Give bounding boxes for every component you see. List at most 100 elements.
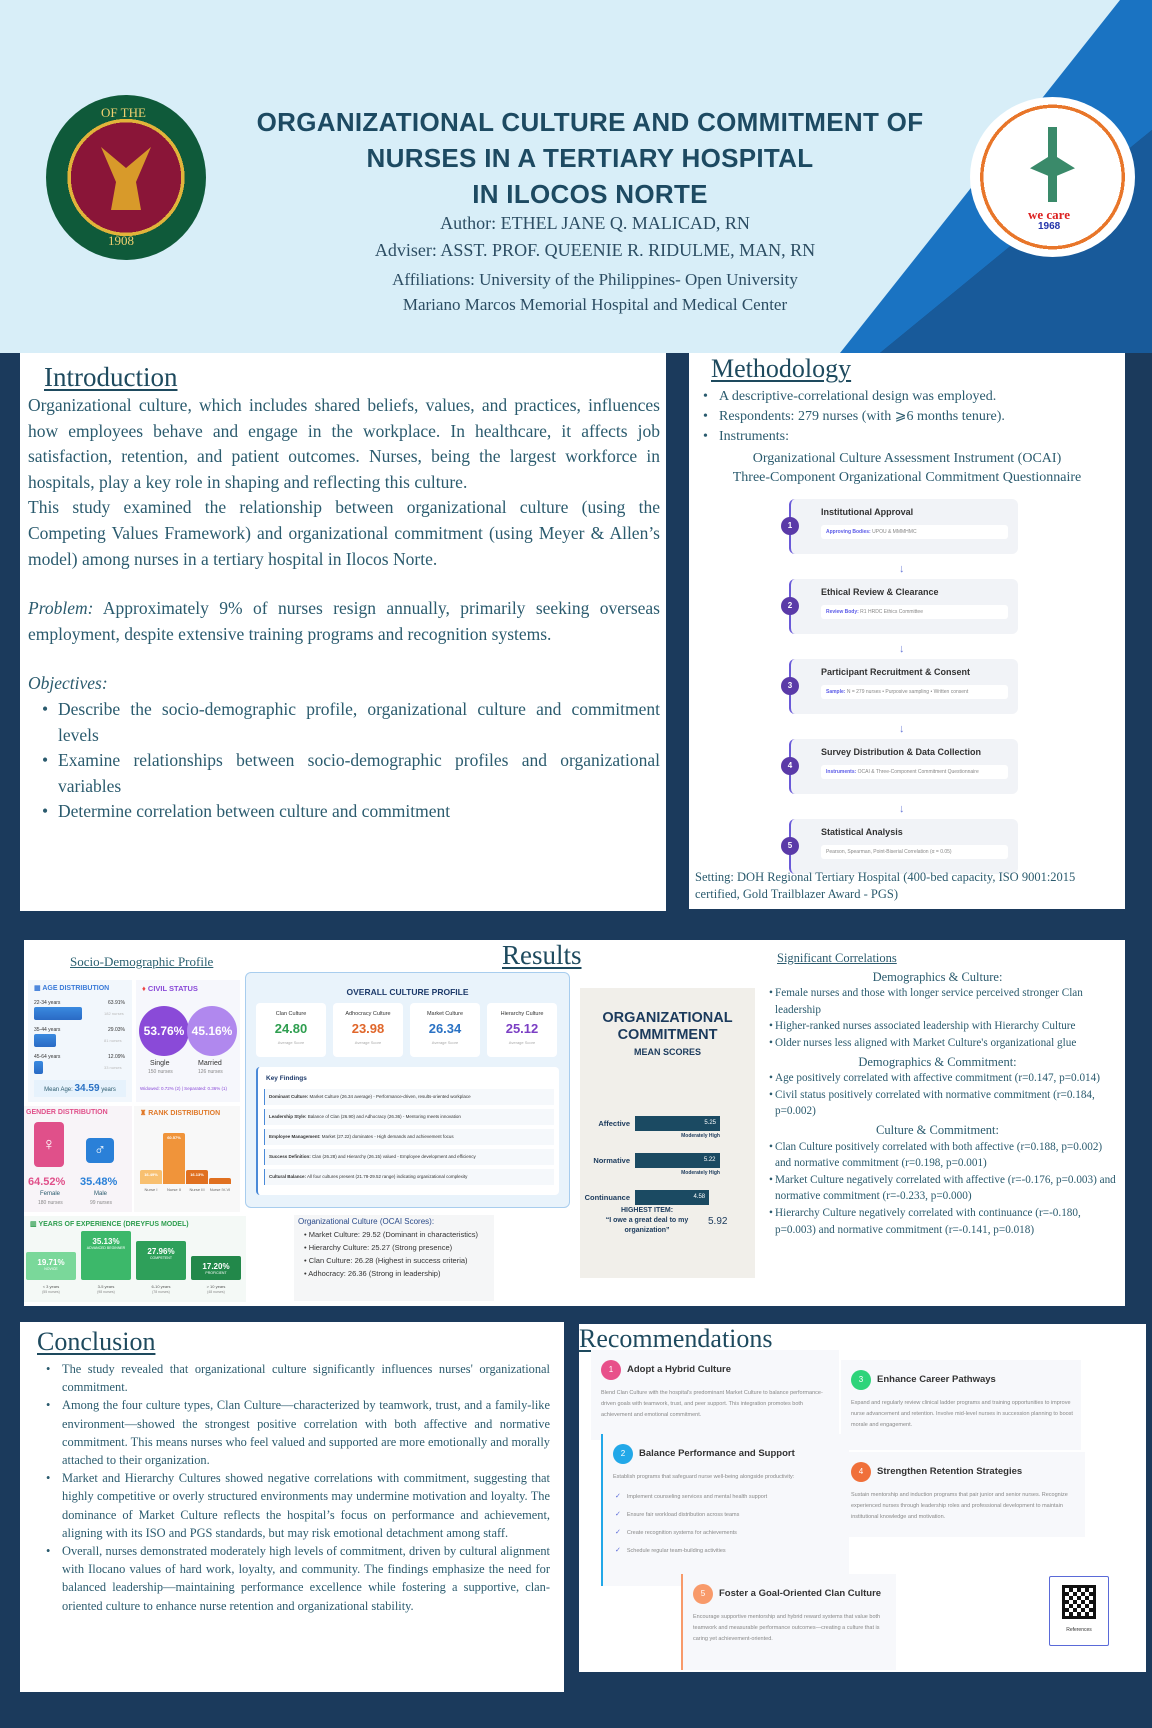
correlation-list: Female nurses and those with longer serv… bbox=[755, 985, 1120, 1051]
ocai-item: • Market Culture: 29.52 (Dominant in cha… bbox=[304, 1230, 478, 1239]
step-number: 5 bbox=[781, 837, 799, 855]
step-title: Statistical Analysis bbox=[821, 827, 903, 837]
gender-distribution: GENDER DISTRIBUTION ♀ ♂ 64.52% 35.48% Fe… bbox=[24, 1106, 132, 1212]
correlation-group-title: Culture & Commitment: bbox=[876, 1122, 999, 1137]
results-panel: Results Socio-Demographic Profile ▦ AGE … bbox=[24, 940, 1125, 1306]
recommendation-title: Balance Performance and Support bbox=[639, 1448, 795, 1459]
step-number: 3 bbox=[781, 677, 799, 695]
introduction-panel: Introduction Organizational culture, whi… bbox=[20, 353, 666, 911]
conclusion-panel: Conclusion The study revealed that organ… bbox=[20, 1322, 564, 1692]
rank-bar: 60.57% bbox=[163, 1132, 185, 1184]
mmmhmc-logo: we care 1968 bbox=[970, 97, 1135, 257]
step-title: Institutional Approval bbox=[821, 507, 914, 517]
author: Author: ETHEL JANE Q. MALICAD, RN bbox=[440, 213, 750, 233]
correlation-item: Hierarchy Culture negatively correlated … bbox=[755, 1205, 1120, 1238]
eagle-emblem bbox=[101, 147, 151, 210]
age-bar bbox=[34, 1007, 82, 1020]
recommendation-title: Strengthen Retention Strategies bbox=[877, 1466, 1023, 1477]
ocai-item: • Hierarchy Culture: 25.27 (Strong prese… bbox=[304, 1243, 453, 1252]
calendar-icon: ▦ bbox=[34, 985, 43, 992]
introduction-heading: Introduction bbox=[44, 362, 178, 392]
experience-bar: 19.71%NOVICE bbox=[26, 1252, 76, 1280]
step-title: Participant Recruitment & Consent bbox=[821, 667, 971, 677]
step-number: 2 bbox=[781, 597, 799, 615]
recommendation-number: 1 bbox=[601, 1360, 621, 1380]
arrow-down-icon: ↓ bbox=[899, 643, 905, 655]
step-detail: Instruments: OCAI & Three-Component Comm… bbox=[821, 765, 1008, 779]
check-item: ✓Schedule regular team-building activiti… bbox=[615, 1547, 726, 1554]
recommendations-heading: Recommendations bbox=[579, 1324, 773, 1353]
commitment-bar: 5.25 bbox=[635, 1116, 720, 1131]
experience-distribution: ▥ YEARS OF EXPERIENCE (DREYFUS MODEL) 19… bbox=[24, 1216, 246, 1302]
correlations: Significant Correlations Demographics & … bbox=[755, 950, 1120, 1238]
correlation-item: Clan Culture positively correlated with … bbox=[755, 1139, 1120, 1172]
rank-bar: 16.13% bbox=[186, 1170, 208, 1184]
methodology-heading: Methodology bbox=[711, 354, 852, 383]
trophy-icon: ♜ bbox=[140, 1110, 149, 1117]
key-findings: Key Findings Dominant Culture: Market Cu… bbox=[256, 1067, 559, 1195]
bullet: • bbox=[304, 1269, 309, 1278]
check-item: ✓Ensure fair workload distribution acros… bbox=[615, 1511, 740, 1518]
socio-heading: Socio-Demographic Profile bbox=[70, 954, 214, 969]
step-title: Survey Distribution & Data Collection bbox=[821, 747, 982, 757]
age-bar bbox=[34, 1061, 44, 1074]
up-seal-logo: OF THE 1908 bbox=[46, 95, 206, 260]
correlation-group-title: Demographics & Culture: bbox=[872, 969, 1003, 984]
references-qr[interactable]: References bbox=[1049, 1576, 1109, 1646]
check-item: ✓Implement counseling services and menta… bbox=[615, 1493, 768, 1500]
arrow-down-icon: ↓ bbox=[899, 803, 905, 815]
finding-item: Cultural Balance: All four cultures pres… bbox=[264, 1169, 554, 1185]
recommendation-title: Adopt a Hybrid Culture bbox=[627, 1364, 731, 1375]
problem-statement: Problem: Approximately 9% of nurses resi… bbox=[28, 598, 660, 644]
correlation-item: Age positively correlated with affective… bbox=[755, 1070, 1120, 1087]
ring-icon: ♦ bbox=[142, 984, 148, 993]
bullet: • bbox=[304, 1230, 309, 1239]
married-circle: 45.16% bbox=[187, 1006, 237, 1056]
bullet: • bbox=[304, 1256, 309, 1265]
poster-title: ORGANIZATIONAL CULTURE AND COMMITMENT OF… bbox=[256, 107, 924, 209]
step-detail: Pearson, Spearman, Point-Biserial Correl… bbox=[821, 845, 1008, 859]
step-detail: Review Body: R1 HRDC Ethics Committee bbox=[821, 605, 1008, 619]
correlation-list: Clan Culture positively correlated with … bbox=[755, 1139, 1120, 1239]
affiliation: Mariano Marcos Memorial Hospital and Med… bbox=[402, 295, 788, 314]
experience-bar: 35.13%ADVANCED BEGINNER bbox=[81, 1230, 131, 1280]
step-detail: Approving Bodies: UPOU & MMMHMC bbox=[821, 525, 1008, 539]
step-title: Ethical Review & Clearance bbox=[821, 587, 939, 597]
experience-bar: 17.20%PROFICIENT bbox=[191, 1255, 241, 1280]
correlation-item: Female nurses and those with longer serv… bbox=[755, 985, 1120, 1018]
age-bar bbox=[34, 1034, 56, 1047]
ocai-scores: Organizational Culture (OCAI Scores): • … bbox=[294, 1215, 494, 1301]
correlation-group-title: Demographics & Commitment: bbox=[858, 1054, 1017, 1069]
female-icon: ♀ bbox=[34, 1122, 64, 1167]
conclusion-heading: Conclusion bbox=[37, 1327, 156, 1356]
affiliation: Affiliations: University of the Philippi… bbox=[392, 270, 798, 289]
step-detail: Sample: N = 279 nurses • Purposive sampl… bbox=[821, 685, 1008, 699]
step-number: 4 bbox=[781, 757, 799, 775]
finding-item: Employee Management: Market (27.22) domi… bbox=[264, 1129, 554, 1145]
chart-icon: ▥ bbox=[30, 1221, 39, 1228]
recommendation-number: 5 bbox=[693, 1584, 713, 1604]
experience-bar: 27.96%COMPETENT bbox=[136, 1240, 186, 1280]
civil-status: ♦ CIVIL STATUS 53.76% 45.16% Single Marr… bbox=[136, 980, 240, 1102]
correlation-item: Civil status positively correlated with … bbox=[755, 1087, 1120, 1120]
correlation-item: Market Culture negatively correlated wit… bbox=[755, 1172, 1120, 1205]
single-circle: 53.76% bbox=[139, 1006, 189, 1056]
correlation-item: Higher-ranked nurses associated leadersh… bbox=[755, 1018, 1120, 1035]
qr-code-icon bbox=[1062, 1585, 1096, 1619]
arrow-down-icon: ↓ bbox=[899, 723, 905, 735]
check-icon: ✓ bbox=[615, 1547, 621, 1554]
recommendation-number: 2 bbox=[613, 1444, 633, 1464]
caduceus-emblem bbox=[1030, 127, 1075, 202]
